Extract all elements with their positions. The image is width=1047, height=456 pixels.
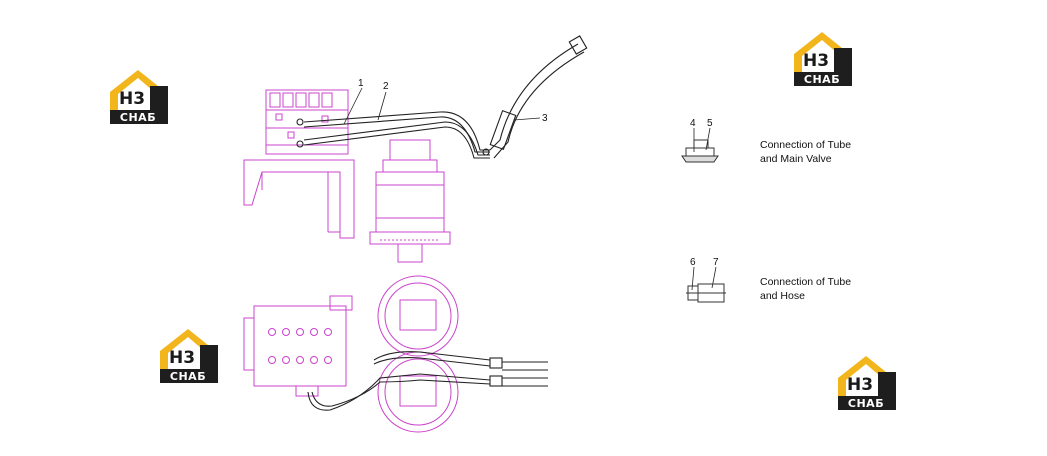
watermark-logo: H3 СНАБ — [790, 28, 854, 92]
tube-lines-lower — [307, 351, 548, 411]
main-valve-upper — [243, 89, 355, 239]
logo-brand: СНАБ — [169, 370, 207, 383]
watermark-logo: H3 СНАБ — [834, 352, 898, 416]
watermark-logo: H3 СНАБ — [106, 66, 170, 130]
caption-line-2: and Hose — [760, 290, 805, 302]
center-joint-upper — [369, 139, 451, 263]
travel-motor-left — [377, 275, 459, 433]
watermark-logo: H3 СНАБ — [156, 325, 220, 389]
caption-line-1: Connection of Tube — [760, 139, 852, 151]
main-valve-lower — [243, 295, 353, 397]
leader-lines — [343, 87, 717, 291]
caption-line-2: and Main Valve — [760, 153, 832, 165]
logo-mark: H3 — [119, 89, 146, 109]
logo-mark: H3 — [169, 348, 196, 368]
callout-2: 2 — [383, 81, 389, 92]
tube-lines-upper — [296, 35, 588, 159]
callout-4: 4 — [690, 118, 696, 129]
callout-5: 5 — [707, 118, 713, 129]
logo-brand: СНАБ — [803, 73, 841, 86]
detail-caption-main-valve: Connection of Tube and Main Valve — [760, 138, 851, 166]
callout-7: 7 — [713, 257, 719, 268]
detail-caption-hose: Connection of Tube and Hose — [760, 275, 851, 303]
logo-mark: H3 — [803, 51, 830, 71]
logo-brand: СНАБ — [847, 397, 885, 410]
callout-6: 6 — [690, 257, 696, 268]
callout-3: 3 — [542, 113, 548, 124]
logo-brand: СНАБ — [119, 111, 157, 124]
callout-1: 1 — [358, 78, 364, 89]
caption-line-1: Connection of Tube — [760, 276, 852, 288]
detail-tube-hose — [686, 283, 726, 303]
detail-tube-main-valve — [681, 139, 719, 163]
logo-mark: H3 — [847, 375, 874, 395]
